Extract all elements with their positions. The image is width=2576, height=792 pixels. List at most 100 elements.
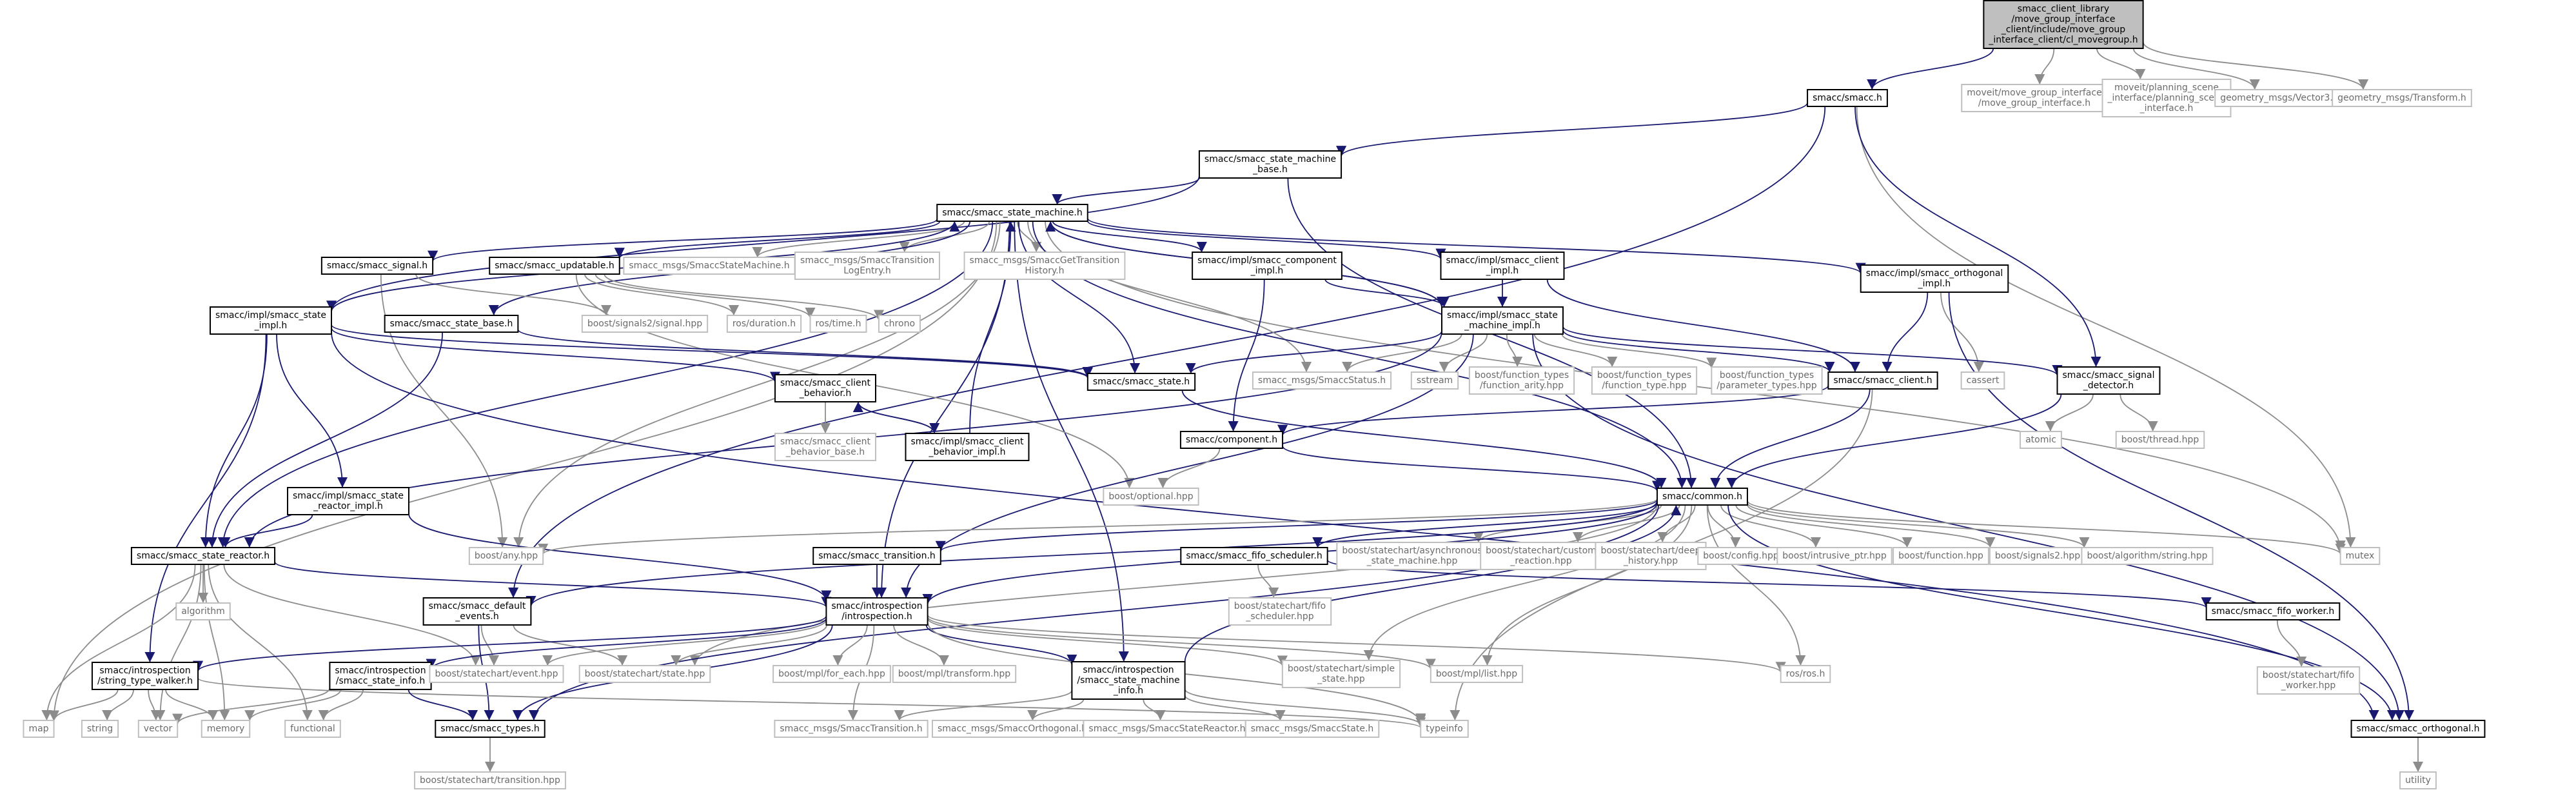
edge-sm-impl-to-msg-status	[1342, 333, 1462, 373]
node-default-events[interactable]: smacc/smacc_default_events.h	[422, 597, 532, 626]
node-fifo-worker[interactable]: smacc/smacc_fifo_worker.h	[2205, 602, 2341, 620]
node-label: boost/signals2/signal.hpp	[587, 319, 702, 329]
node-box	[1657, 488, 1748, 506]
node-orthogonal-h[interactable]: smacc/smacc_orthogonal.h	[2350, 720, 2486, 738]
node-label: smacc/smacc_orthogonal.h	[2357, 724, 2480, 734]
edge-default-events-to-sc-state	[513, 624, 628, 666]
node-smacc-h[interactable]: smacc/smacc.h	[1807, 89, 1888, 107]
node-label-line: boost/algorithm/string.hpp	[2087, 551, 2207, 561]
node-label: string	[87, 724, 113, 734]
node-sr-impl[interactable]: smacc/impl/smacc_state_reactor_impl.h	[286, 487, 410, 515]
node-fifo-sched[interactable]: smacc/smacc_fifo_scheduler.h	[1180, 547, 1328, 565]
node-sm[interactable]: smacc/smacc_state_machine.h	[936, 204, 1088, 222]
node-state-h[interactable]: smacc/smacc_state.h	[1086, 373, 1196, 391]
node-mpl-list: boost/mpl/list.hpp	[1430, 665, 1524, 683]
node-root[interactable]: smacc_client_library/move_group_interfac…	[1983, 0, 2144, 49]
node-string: string	[81, 720, 119, 738]
node-label: smacc/introspection/smacc_state_machine_…	[1077, 665, 1179, 696]
edge-state-impl-to-type-walker	[144, 333, 267, 663]
node-label-line: smacc/impl/smacc_state	[215, 310, 326, 321]
node-client-impl[interactable]: smacc/impl/smacc_client_impl.h	[1440, 252, 1565, 280]
edge-state-impl-to-state-h	[331, 324, 1093, 379]
node-label-line: atomic	[2025, 435, 2056, 445]
node-label: boost/config.hpp	[1703, 551, 1779, 561]
node-label: boost/any.hpp	[475, 551, 538, 561]
node-state-impl[interactable]: smacc/impl/smacc_state_impl.h	[209, 306, 333, 335]
node-label: smacc/smacc_fifo_worker.h	[2212, 606, 2335, 617]
node-state-info[interactable]: smacc/introspection/smacc_state_info.h	[329, 662, 432, 690]
node-sig-detector[interactable]: smacc/smacc_signal_detector.h	[2056, 366, 2161, 395]
node-box	[414, 771, 566, 789]
edge-sm-info-to-msg-state	[1184, 695, 1286, 721]
node-box	[201, 720, 251, 738]
node-sm-info[interactable]: smacc/introspection/smacc_state_machine_…	[1071, 661, 1186, 700]
node-box	[284, 720, 341, 738]
node-label: mutex	[2346, 551, 2375, 561]
node-label-line: _interface_client/cl_movegroup.h	[1988, 35, 2138, 45]
node-label-line: smacc_msgs/SmaccStateReactor.h	[1088, 724, 1245, 734]
node-box	[809, 315, 867, 333]
node-comp-impl[interactable]: smacc/impl/smacc_component_impl.h	[1192, 252, 1342, 280]
node-label: smacc_msgs/SmaccOrthogonal.h	[938, 724, 1087, 734]
node-label-line: utility	[2405, 775, 2431, 786]
node-sm-base[interactable]: smacc/smacc_state_machine_base.h	[1198, 150, 1342, 179]
edge-common-to-alg-string	[1747, 502, 2090, 548]
node-label-line: boost/statechart/transition.hpp	[420, 775, 560, 786]
node-ft-arity: boost/function_types/function_arity.hpp	[1468, 366, 1575, 395]
node-label-line: smacc/smacc.h	[1813, 93, 1882, 103]
node-label-line: boost/function.hpp	[1898, 551, 1983, 561]
node-label-line: boost/statechart/fifo	[2263, 670, 2354, 680]
node-box	[489, 257, 620, 275]
node-label-line: _impl.h	[1486, 266, 1519, 276]
node-component-h[interactable]: smacc/component.h	[1179, 431, 1284, 449]
node-client-h[interactable]: smacc/smacc_client.h	[1827, 371, 1938, 390]
node-label-line: _interface.h	[2139, 103, 2194, 114]
edge-sr-impl-to-introspection	[408, 513, 832, 601]
node-label-line: smacc/introspection	[99, 666, 190, 676]
node-label: smacc/introspection/string_type_walker.h	[97, 666, 193, 686]
node-box	[1103, 488, 1199, 506]
node-label: smacc/smacc.h	[1813, 93, 1882, 103]
node-label: smacc_msgs/SmaccTransition.h	[780, 724, 922, 734]
node-common[interactable]: smacc/common.h	[1657, 488, 1748, 506]
edge-sr-to-memory	[203, 564, 230, 721]
node-label-line: /function_type.hpp	[1602, 381, 1686, 391]
node-box	[772, 665, 891, 683]
edge-orth-impl-to-orthogonal-h	[1948, 292, 2415, 721]
node-label: smacc/component.h	[1186, 435, 1277, 445]
node-box	[2256, 666, 2361, 695]
edge-updatable-to-ros-duration	[584, 273, 740, 316]
node-label-line: smacc_msgs/SmaccState.h	[1251, 724, 1374, 734]
node-async-sm: boost/statechart/asynchronous_state_mach…	[1336, 542, 1488, 570]
edge-type-walker-to-vector	[148, 689, 161, 721]
node-introspection[interactable]: smacc/introspection/introspection.h	[825, 597, 929, 626]
node-transition[interactable]: smacc/smacc_transition.h	[812, 547, 941, 565]
node-box	[1961, 84, 2108, 112]
edge-signal-to-signals2	[415, 273, 612, 316]
edge-type-walker-to-memory	[165, 689, 219, 721]
node-box	[812, 547, 941, 565]
node-types-h[interactable]: smacc/smacc_types.h	[435, 720, 546, 738]
node-signal[interactable]: smacc/smacc_signal.h	[320, 257, 434, 275]
edge-root-to-transform	[2142, 41, 2369, 90]
edge-sm-impl-to-ft-arity	[1506, 333, 1523, 368]
node-cb-impl[interactable]: smacc/impl/smacc_client_behavior_impl.h	[905, 433, 1030, 461]
node-label: boost/signals2.hpp	[1995, 551, 2080, 561]
node-updatable[interactable]: smacc/smacc_updatable.h	[489, 257, 620, 275]
node-label-line: boost/function_types	[1475, 370, 1569, 381]
node-type-walker[interactable]: smacc/introspection/string_type_walker.h	[91, 662, 199, 690]
node-msg-orth: smacc_msgs/SmaccOrthogonal.h	[931, 720, 1094, 738]
node-sr[interactable]: smacc/smacc_state_reactor.h	[130, 547, 276, 565]
node-orth-impl[interactable]: smacc/impl/smacc_orthogonal_impl.h	[1860, 264, 2009, 293]
node-box	[1807, 89, 1888, 107]
edge-common-to-intrusive	[1720, 504, 1822, 548]
node-client-behavior[interactable]: smacc/smacc_client_behavior.h	[774, 374, 876, 402]
node-label-line: cassert	[1967, 375, 2000, 386]
node-state-base[interactable]: smacc/smacc_state_base.h	[384, 315, 519, 333]
edge-sm-to-any	[513, 221, 1001, 548]
node-sm-impl[interactable]: smacc/impl/smacc_state_machine_impl.h	[1440, 306, 1564, 335]
edge-state-info-to-functional	[318, 689, 364, 721]
